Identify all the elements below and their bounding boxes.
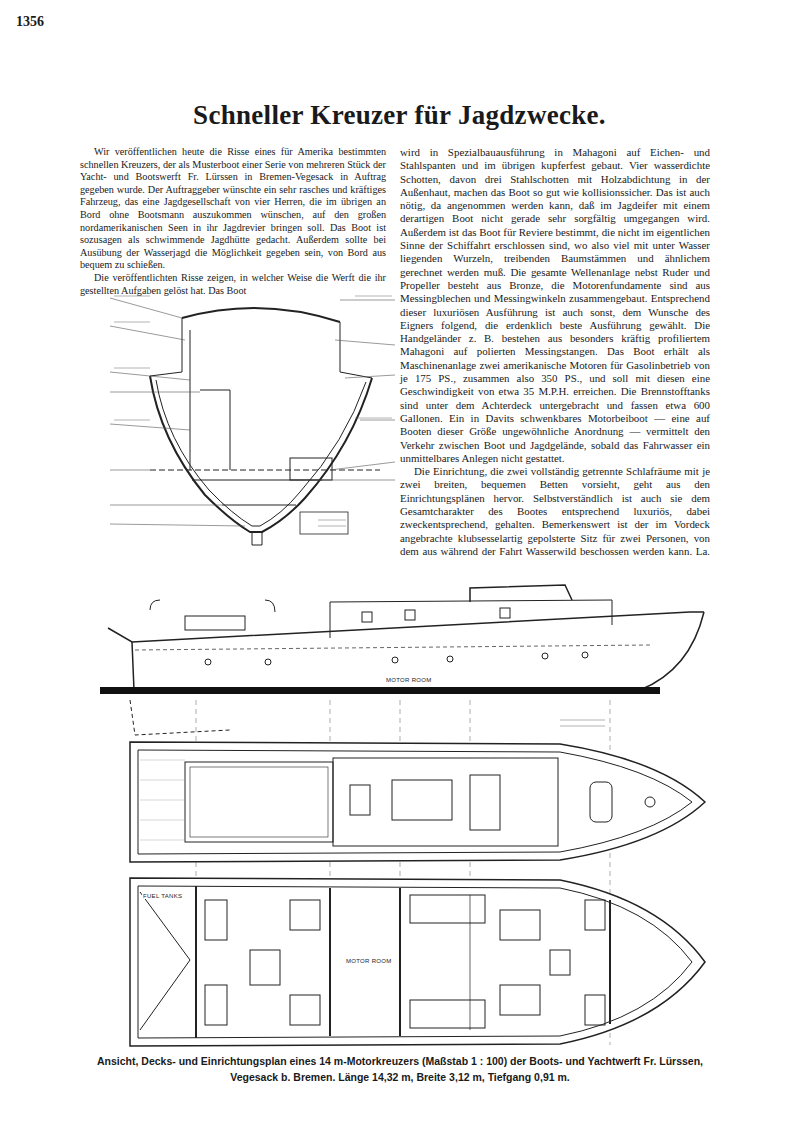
side-elevation: [100, 585, 704, 735]
figure-caption: Ansicht, Decks- und Einrichtungsplan ein…: [95, 1053, 705, 1085]
author-signature: La.: [696, 545, 710, 557]
drawing-label: FUEL TANKS: [142, 893, 183, 899]
body-paragraph: wird in Spezialbauausführung in Mahagoni…: [400, 146, 710, 465]
deck-plan: [130, 742, 705, 862]
text-column: Wir veröffentlichen heute die Risse eine…: [80, 146, 386, 297]
body-paragraph: Wir veröffentlichen heute die Risse eine…: [80, 146, 386, 272]
midship-section: [110, 298, 395, 545]
body-paragraph: Die Einrichtung, die zwei vollständig ge…: [400, 465, 710, 558]
paragraph-text: Die Einrichtung, die zwei vollständig ge…: [400, 465, 710, 557]
accommodation-plan: [130, 878, 705, 1046]
text-column: wird in Spezialbauausführung in Mahagoni…: [400, 146, 710, 558]
page-title: Schneller Kreuzer für Jagdzwecke.: [0, 100, 799, 131]
drawing-label: MOTOR ROOM: [345, 958, 393, 964]
page-number: 1356: [16, 14, 44, 30]
body-paragraph: Die veröffentlichten Risse zeigen, in we…: [80, 272, 386, 297]
drawing-label: MOTOR ROOM: [385, 677, 433, 683]
